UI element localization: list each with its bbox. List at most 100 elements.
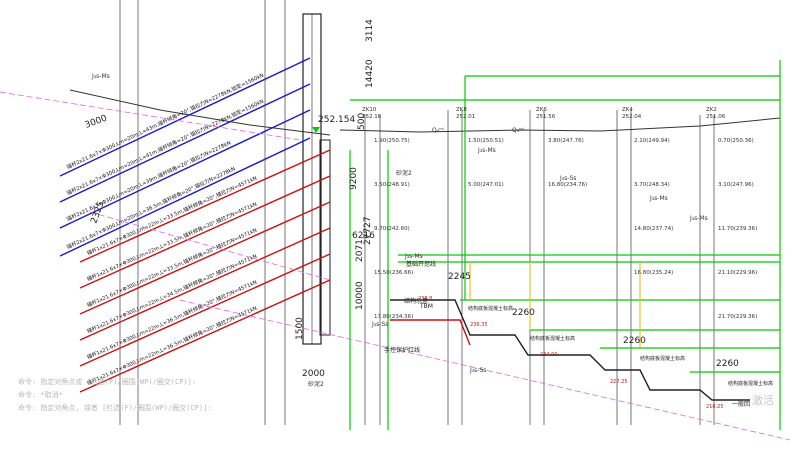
stage-label-4: 结构底板混凝土标高 — [728, 380, 773, 387]
red-elevations: 238.8 236.35 234.00 227.25 216.25 — [418, 296, 724, 410]
retaining-wall — [302, 13, 331, 345]
ground-surface — [69, 89, 781, 136]
borehole-id: ZK2 — [706, 107, 717, 113]
borehole-id: ZK6 — [536, 107, 547, 113]
stage-label-2: 结构底板混凝土标高 — [530, 335, 575, 342]
top-elevation-marker: 252.154 — [312, 115, 355, 133]
borehole-elevation: 251.56 — [536, 114, 556, 120]
borehole-layer: 5.00(247.01) — [468, 182, 504, 188]
stage-label-1: 结构底板混凝土标高 — [468, 305, 513, 312]
dim-2260c: 2260 — [716, 359, 739, 369]
dim-2071: 2071 — [355, 239, 365, 262]
elevation-top: 252.154 — [318, 115, 355, 125]
borehole-layer: 1.90(250.75) — [374, 138, 410, 144]
command-line-2: 命令: *取消* — [18, 391, 63, 399]
soil-label: J₃s-Ms — [404, 253, 423, 260]
borehole-layer: 1.50(250.51) — [468, 138, 504, 144]
borehole-elevation: 252.04 — [622, 114, 642, 120]
dim-10000: 10000 — [355, 281, 365, 310]
borehole-id: ZK10 — [362, 107, 377, 113]
borehole-id: ZK4 — [622, 107, 633, 113]
elevation-value: 227.25 — [610, 379, 628, 385]
dim-1500: 1500 — [295, 317, 305, 340]
borehole-layer: 9.70(242.60) — [374, 226, 410, 232]
borehole-layer: 21.70(229.36) — [718, 314, 757, 320]
borehole-layer: 2.10(249.94) — [634, 138, 670, 144]
anchor-line — [59, 137, 311, 257]
borehole-layer: 16.80(235.24) — [634, 270, 673, 276]
pipeline-dashed — [0, 91, 791, 441]
borehole-layer: 17.80(234.36) — [374, 314, 413, 320]
borehole-layer: 15.50(236.66) — [374, 270, 413, 276]
borehole-layer: 3.80(247.76) — [548, 138, 584, 144]
command-line-3: 命令: 指定对角点, 或者 [栏选(F)/圈围(WP)/圈交(CP)]: — [18, 404, 212, 412]
borehole-layer: 16.80(234.76) — [548, 182, 587, 188]
yellow-guides — [469, 262, 641, 348]
soil-label: J₃s-Ms — [91, 73, 110, 80]
sandy-clay-label: 砂泥2 — [396, 169, 412, 177]
anchor-line — [59, 57, 311, 177]
tbm-label: TBM — [419, 303, 433, 310]
quaternary-label: Q₄ᵐˡ — [512, 127, 524, 134]
elevation-value: 234.00 — [540, 352, 558, 358]
soil-label: J₃s-Ms — [689, 215, 708, 222]
borehole-id: ZK8 — [456, 107, 467, 113]
anchor-line — [79, 227, 331, 341]
pile-columns — [119, 0, 715, 425]
borehole: ZK4252.042.10(249.94)3.70(248.34)14.80(2… — [622, 107, 673, 276]
anchor-line — [59, 109, 311, 229]
excavation-profile — [390, 299, 750, 401]
anchor-line — [79, 149, 331, 263]
borehole-elevation: 252.01 — [456, 114, 475, 120]
dim-500: 500 — [357, 113, 367, 130]
borehole-layer: 3.70(248.34) — [634, 182, 670, 188]
dim-6216: 6216 — [352, 231, 375, 241]
borehole-layer: 3.50(248.91) — [374, 182, 410, 188]
annotations: 结构示意 基础开挖线 手控保护红线 TBM 结构底板混凝土标高 结构底板混凝土标… — [384, 260, 773, 408]
anchor-line — [59, 83, 311, 203]
dim-14420: 14420 — [365, 59, 375, 88]
anchor-line — [79, 279, 331, 393]
dim-27727: 27727 — [363, 216, 373, 245]
anchor-lines — [59, 57, 331, 393]
borehole-layer: 3.10(247.96) — [718, 182, 754, 188]
soil-label: J₃s-Ss — [469, 367, 486, 374]
anchor-line — [79, 201, 331, 315]
elevation-value: 216.25 — [706, 404, 724, 410]
dim-2325: 2325 — [89, 200, 106, 225]
stage-label-3: 结构底板混凝土标高 — [640, 355, 685, 362]
dim-9200: 9200 — [349, 167, 359, 190]
soil-label: J₃s-Ms — [477, 147, 496, 154]
anchor-line — [79, 253, 331, 367]
dim-2260b: 2260 — [623, 336, 646, 346]
command-line-1: 命令: 指定对角点或 [栏选(F)/圈围(WP)/圈交(CP)]: — [18, 378, 197, 386]
green-frames — [349, 60, 781, 430]
elevation-value: 238.8 — [418, 296, 432, 302]
sandy-clay-label: 砂泥2 — [308, 380, 324, 388]
anchor-label: 锚杆2x21.6x7×Φ300,Lm=20m,L=41m,锚杆倾角=20°,锚拉… — [65, 97, 265, 197]
dim-2245: 2245 — [448, 272, 471, 282]
protection-line-label: 手控保护红线 — [384, 346, 420, 354]
borehole-elevation: 251.06 — [706, 114, 726, 120]
quaternary-label: Q₄ᵐˡ — [432, 127, 444, 134]
dim-2000: 2000 — [302, 369, 325, 379]
borehole-layer: 0.70(250.36) — [718, 138, 754, 144]
borehole-layer: 11.70(239.36) — [718, 226, 757, 232]
soil-label: J₃s-Ss — [371, 321, 388, 328]
dim-3000: 3000 — [84, 113, 109, 130]
soil-label: J₃s-Ss — [559, 175, 576, 182]
dim-3114: 3114 — [365, 19, 375, 42]
anchor-line — [79, 175, 331, 289]
bottom-text: 一般回 — [732, 400, 750, 408]
elevation-value: 236.35 — [470, 322, 488, 328]
soil-labels: J₃s-Ms J₃s-Ms J₃s-Ss J₃s-Ms J₃s-Ss J₃s-M… — [91, 73, 708, 388]
soil-label: J₃s-Ms — [649, 195, 668, 202]
borehole-elevation: 252.16 — [362, 114, 382, 120]
excavation-line-label: 基础开挖线 — [406, 260, 436, 268]
